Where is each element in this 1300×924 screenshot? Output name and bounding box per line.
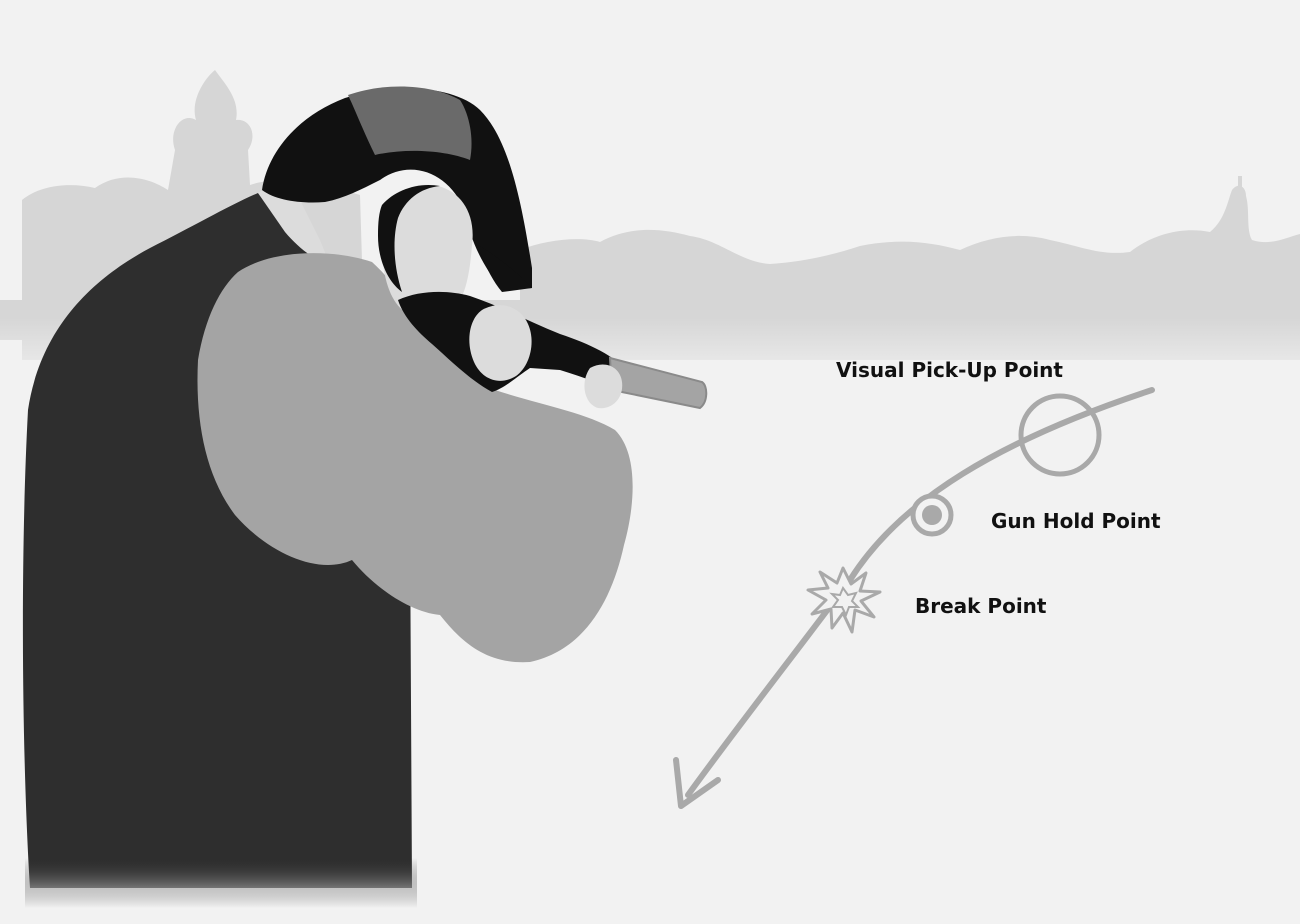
gun-hold-marker <box>913 496 951 534</box>
gun-hold-label: Gun Hold Point <box>991 509 1161 533</box>
vest-fade <box>25 858 417 908</box>
break-point-label: Break Point <box>915 594 1046 618</box>
hand <box>469 305 531 381</box>
visual-pickup-label: Visual Pick-Up Point <box>836 358 1063 382</box>
